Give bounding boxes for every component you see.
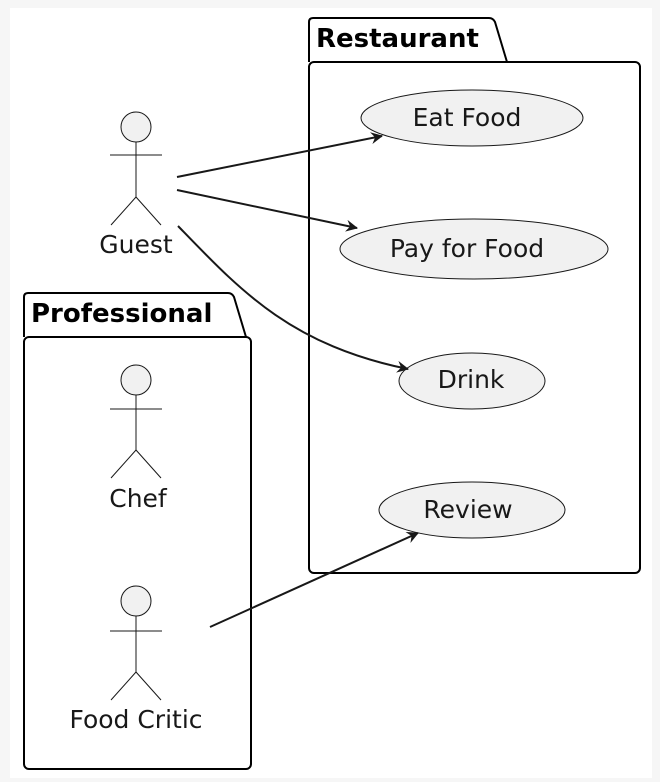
package-professional-tab [23, 292, 247, 338]
actor-chef: Chef [109, 364, 168, 513]
use-case-pay-for-food-ellipse [339, 218, 609, 280]
package-restaurant-tab [308, 17, 508, 63]
use-case-drink-label: Drink [438, 365, 505, 394]
use-case-diagram: Restaurant Professional Eat Food Pay for… [10, 8, 652, 778]
package-professional-body [23, 336, 252, 770]
arrow-food-critic-review [209, 532, 419, 628]
package-restaurant: Restaurant [308, 17, 641, 574]
use-case-eat-food: Eat Food [360, 89, 584, 147]
use-case-review-label: Review [423, 495, 512, 524]
actor-guest: Guest [99, 111, 173, 259]
package-restaurant-title: Restaurant [316, 24, 479, 54]
stick-figure-icon [110, 585, 162, 701]
actor-food-critic-label: Food Critic [69, 705, 202, 734]
use-case-review-ellipse [378, 481, 566, 539]
use-case-pay-for-food-label: Pay for Food [390, 234, 544, 263]
stick-figure-icon [110, 111, 162, 226]
arrow-guest-pay-for-food [176, 189, 358, 232]
use-case-pay-for-food: Pay for Food [339, 218, 609, 280]
arrow-guest-drink [177, 225, 409, 373]
use-case-drink: Drink [398, 352, 546, 410]
actor-chef-label: Chef [109, 484, 168, 513]
stick-figure-icon [110, 364, 162, 479]
use-case-eat-food-label: Eat Food [413, 103, 522, 132]
arrow-guest-eat-food [176, 132, 383, 178]
actor-food-critic: Food Critic [69, 585, 203, 734]
use-case-review: Review [378, 481, 566, 539]
use-case-drink-ellipse [398, 352, 546, 410]
actor-guest-label: Guest [99, 230, 173, 259]
package-restaurant-body [308, 61, 641, 574]
package-professional: Professional [23, 292, 252, 770]
package-professional-title: Professional [31, 299, 212, 329]
use-case-eat-food-ellipse [360, 89, 584, 147]
associations [176, 132, 419, 628]
